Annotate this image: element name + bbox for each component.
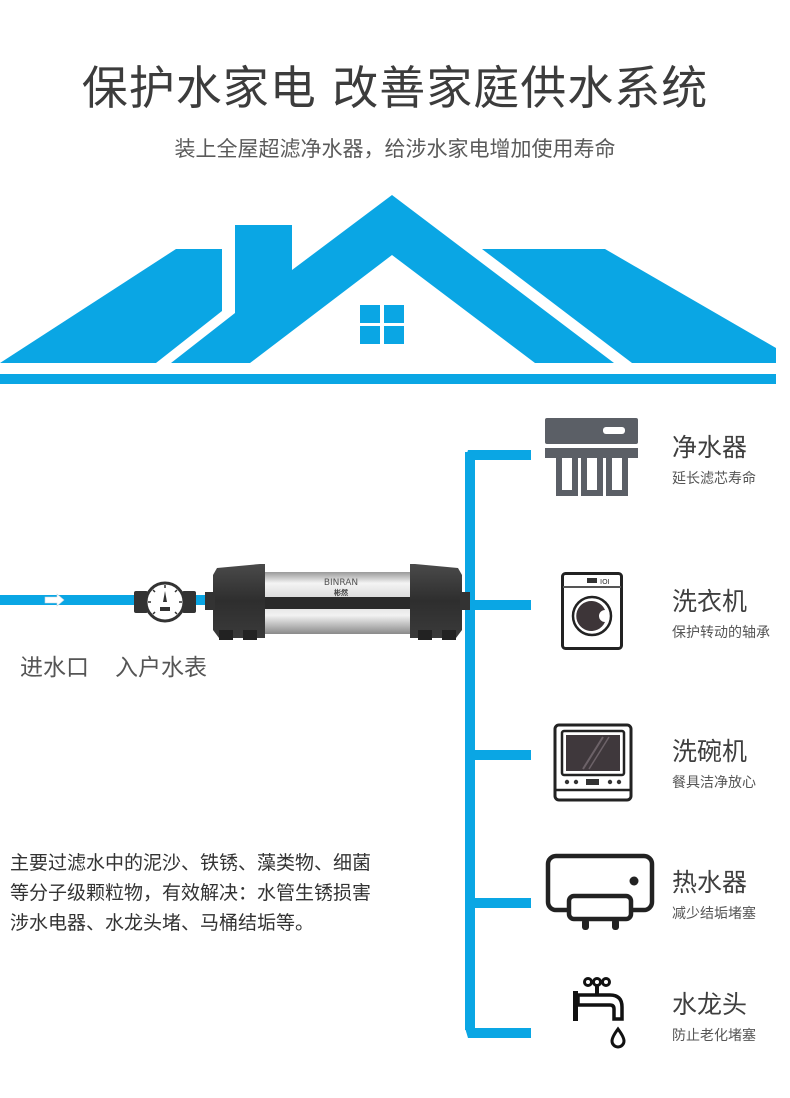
water-meter [128,574,202,628]
appliance-name: 净水器 [672,433,748,462]
whole-house-ultrafilter [205,560,470,642]
flow-arrow-icon [44,593,65,607]
appliance-water-heater [545,853,655,935]
description-line: 等分子级颗粒物，有效解决：水管生锈损害 [10,882,372,904]
description-line: 主要过滤水中的泥沙、铁锈、藻类物、细菌 [10,852,372,874]
water-meter-icon [134,581,196,623]
appliance-benefit: 延长滤芯寿命 [672,471,756,487]
ultrafilter-icon [205,564,470,640]
inlet-label: 进水口 [20,655,89,681]
appliance-faucet [570,975,630,1057]
appliance-name: 洗碗机 [672,737,748,766]
appliance-name: 热水器 [672,868,748,897]
filter-description: 主要过滤水中的泥沙、铁锈、藻类物、细菌 等分子级颗粒物，有效解决：水管生锈损害 … [10,848,470,938]
appliance-benefit: 减少结垢堵塞 [672,906,756,922]
appliance-text-water-heater: 热水器 减少结垢堵塞 [672,863,790,923]
pipe-diagram [0,450,531,1038]
house-roof-graphic [0,180,790,400]
appliance-washing-machine: IOI [561,572,625,652]
filter-brand-cn: 彬然 [334,589,348,597]
page-subtitle: 装上全屋超滤净水器，给涉水家电增加使用寿命 [174,137,616,161]
faucet-icon [573,977,626,1049]
appliance-water-purifier [545,415,640,500]
filter-brand: BINRAN 彬然 [311,578,371,598]
svg-text:IOI: IOI [600,578,610,586]
appliance-benefit: 餐具洁净放心 [672,775,756,791]
appliance-benefit: 防止老化堵塞 [672,1028,756,1044]
filter-brand-en: BINRAN [323,578,359,588]
water-meter-label: 入户水表 [115,655,207,681]
page-title: 保护水家电 改善家庭供水系统 [81,61,709,115]
washing-machine-icon: IOI [561,572,623,650]
description-line: 涉水电器、水龙头堵、马桶结垢等。 [10,912,315,934]
pipe-network [0,430,560,1050]
water-purifier-icon [545,418,638,496]
appliance-text-faucet: 水龙头 防止老化堵塞 [672,985,790,1045]
appliance-text-dishwasher: 洗碗机 餐具洁净放心 [672,732,790,792]
appliance-text-washing-machine: 洗衣机 保护转动的轴承 [672,582,790,642]
appliance-benefit: 保护转动的轴承 [672,625,770,641]
appliance-dishwasher [553,723,635,803]
water-heater-icon [545,853,655,930]
dishwasher-icon [553,723,633,802]
appliance-name: 水龙头 [672,990,748,1019]
appliance-name: 洗衣机 [672,587,748,616]
house-roof-icon [0,195,776,384]
appliance-text-water-purifier: 净水器 延长滤芯寿命 [672,428,790,488]
